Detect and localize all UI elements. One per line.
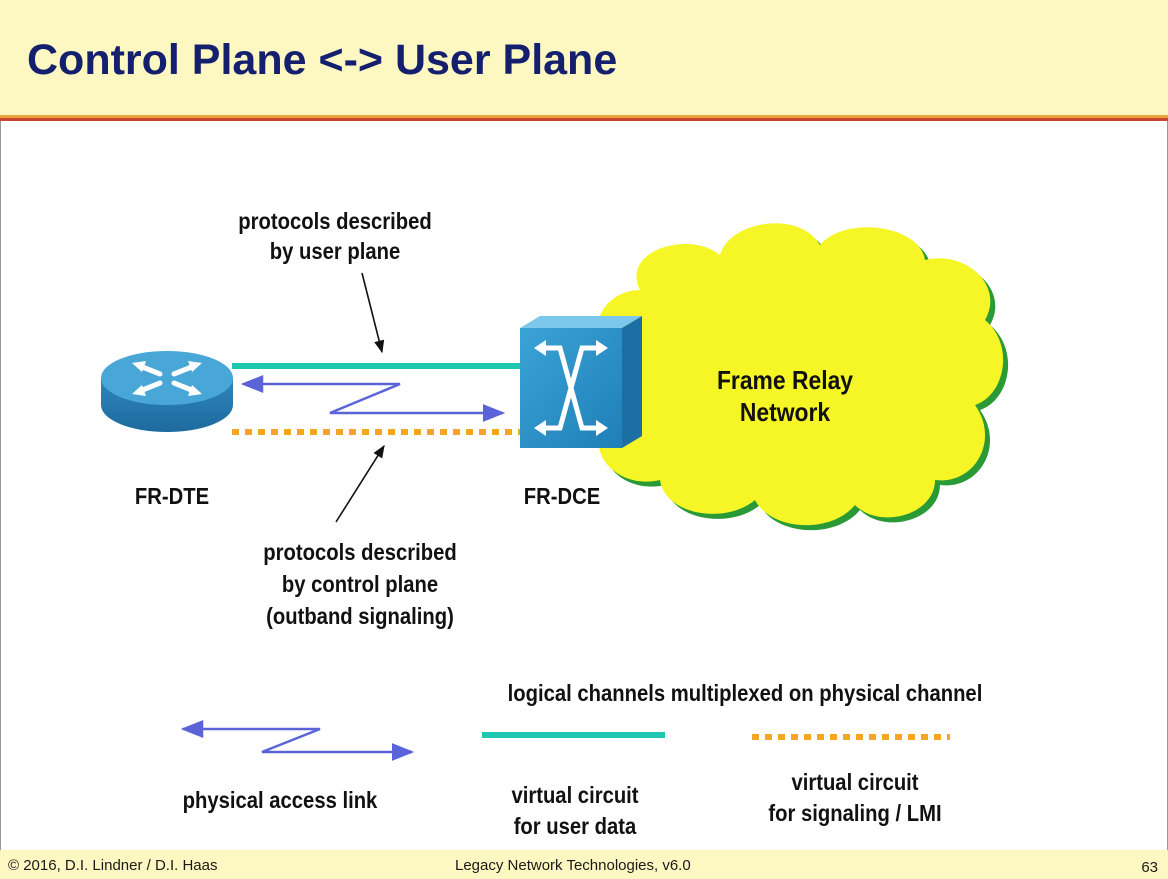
legend-signaling-circuit-line-1: virtual circuit — [791, 769, 919, 795]
footer-course: Legacy Network Technologies, v6.0 — [455, 857, 691, 874]
legend-signaling-circuit-label: virtual circuit for signaling / LMI — [745, 767, 965, 829]
cloud-label-line-1: Frame Relay — [716, 365, 854, 395]
physical-access-link — [240, 375, 506, 422]
control-plane-note-line-3: (outband signaling) — [266, 603, 454, 629]
user-plane-note: protocols described by user plane — [238, 206, 432, 266]
control-plane-note-line-2: by control plane — [281, 571, 439, 597]
router-icon — [101, 351, 233, 432]
legend-user-circuit-label: virtual circuit for user data — [483, 780, 668, 842]
cloud-label: Frame Relay Network — [693, 364, 878, 428]
control-plane-note: protocols described by control plane (ou… — [250, 536, 470, 632]
user-plane-pointer — [361, 272, 385, 354]
fr-dce-label: FR-DCE — [523, 483, 601, 509]
switch-icon — [520, 316, 642, 448]
control-plane-pointer — [335, 444, 385, 523]
control-plane-note-line-1: protocols described — [263, 539, 457, 565]
legend-signaling-circuit-line-2: for signaling / LMI — [768, 800, 942, 826]
title-bar: Control Plane <-> User Plane — [0, 0, 1168, 118]
slide-footer: © 2016, D.I. Lindner / D.I. Haas Legacy … — [0, 850, 1168, 879]
slide-title: Control Plane <-> User Plane — [27, 36, 618, 84]
footer-copyright: © 2016, D.I. Lindner / D.I. Haas — [8, 857, 218, 874]
fr-dte-label: FR-DTE — [134, 483, 210, 509]
cloud-label-line-2: Network — [739, 397, 831, 427]
user-plane-note-line-1: protocols described — [238, 208, 432, 234]
legend-user-circuit-line-1: virtual circuit — [511, 782, 639, 808]
title-underline — [0, 118, 1168, 121]
legend-heading: logical channels multiplexed on physical… — [507, 680, 983, 706]
legend-access-link-label: physical access link — [182, 787, 378, 813]
frame-relay-cloud — [578, 223, 1009, 531]
page-number: 63 — [1141, 859, 1158, 876]
legend-user-circuit-line-2: for user data — [513, 813, 637, 839]
legend-access-link-symbol — [180, 720, 415, 761]
user-plane-note-line-2: by user plane — [269, 238, 401, 264]
